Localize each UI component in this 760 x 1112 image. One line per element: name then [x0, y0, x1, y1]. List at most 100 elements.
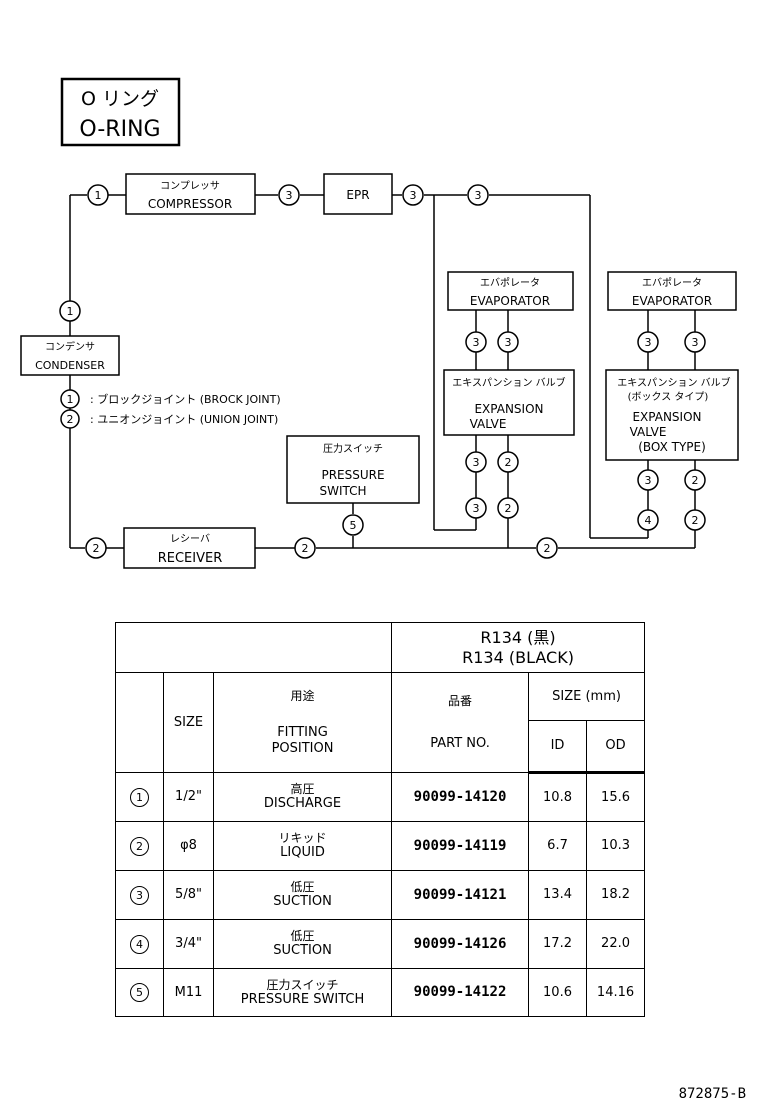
row-fitting-jp: 低圧 [290, 880, 315, 894]
row-num-cell: 3 [115, 870, 164, 920]
title-box [60, 77, 181, 147]
row-num-cell: 2 [115, 821, 164, 871]
row-od: 22.0 [586, 919, 646, 969]
row-fitting-jp: リキッド [278, 831, 327, 845]
joint-marker-label-m15: 2 [692, 474, 699, 487]
header-fitting: 用途 FITTING POSITION [212, 672, 393, 773]
header-id: ID [528, 720, 588, 774]
joint-marker-label-m19: 2 [93, 542, 100, 555]
pressure-switch-label-jp: 圧力スイッチ [323, 442, 383, 455]
joint-marker-label-m13: 3 [692, 336, 699, 349]
row-num: 3 [130, 885, 149, 905]
joint-marker-label-m1: 1 [95, 189, 102, 202]
joint-marker-label-m11: 2 [505, 502, 512, 515]
receiver-label-en: RECEIVER [158, 551, 223, 566]
joint-marker-m7 [497, 331, 519, 353]
joint-marker-m18 [342, 514, 364, 536]
row-od: 15.6 [586, 772, 646, 822]
header-blank [114, 622, 393, 673]
evaporator-1-label-en: EVAPORATOR [470, 294, 550, 308]
joint-marker-label-m18: 5 [350, 519, 357, 532]
expansion-valve-2-label-jp1: エキスパンション バルブ [617, 376, 730, 389]
row-size: M11 [163, 968, 214, 1017]
joint-marker-m6 [465, 331, 487, 353]
joint-marker-label-m12: 3 [645, 336, 652, 349]
joint-marker-label-m17: 2 [692, 514, 699, 527]
expansion-valve-1-label-en2: VALVE [470, 417, 507, 431]
o-ring-spec-table: R134 (黒) R134 (BLACK) SIZE 用途 FITTING PO… [114, 622, 646, 1017]
joint-marker-m13 [684, 331, 706, 353]
row-od: 14.16 [586, 968, 646, 1017]
joint-marker-label-m5: 1 [67, 305, 74, 318]
header-fitting-en2: POSITION [271, 740, 334, 756]
joint-marker-label-m16: 4 [645, 514, 652, 527]
row-num: 2 [130, 836, 149, 856]
header-od: OD [586, 720, 646, 774]
header-part-jp: 品番 [448, 693, 473, 708]
joint-marker-m12 [637, 331, 659, 353]
joint-marker-m9 [497, 451, 519, 473]
row-part-no: 90099-14126 [391, 919, 530, 969]
joint-marker-m14 [637, 469, 659, 491]
row-fitting-en: PRESSURE SWITCH [240, 991, 365, 1007]
row-part-no: 90099-14120 [391, 772, 530, 822]
r134-header-en: R134 (BLACK) [462, 647, 574, 667]
receiver-label-jp: レシーバ [170, 533, 210, 545]
compressor-box [125, 173, 256, 215]
condenser-label-jp: コンデンサ [45, 340, 95, 353]
legend-text-1: : ブロックジョイント (BROCK JOINT) [90, 392, 281, 406]
epr-label: EPR [346, 188, 369, 202]
row-id: 6.7 [528, 821, 588, 871]
header-fitting-jp: 用途 [290, 688, 315, 703]
row-id: 10.6 [528, 968, 588, 1017]
expansion-valve-2-box [605, 369, 739, 461]
joint-marker-m15 [684, 469, 706, 491]
joint-marker-m11 [497, 497, 519, 519]
row-id: 17.2 [528, 919, 588, 969]
header-part: 品番 PART NO. [391, 672, 530, 773]
row-size: 1/2" [163, 772, 214, 822]
evaporator-1-label-jp: エバポレータ [480, 277, 540, 289]
r134-header: R134 (黒) R134 (BLACK) [391, 622, 646, 673]
row-part-no: 90099-14119 [391, 821, 530, 871]
joint-marker-label-m6: 3 [473, 336, 480, 349]
joint-marker-m8 [465, 451, 487, 473]
row-num-cell: 1 [115, 772, 164, 822]
row-od: 18.2 [586, 870, 646, 920]
evaporator-2-label-en: EVAPORATOR [632, 294, 712, 308]
refrigerant-circuit-diagram: O リング O-RING コンプレッサ COMPRESSOR EPR コンデンサ… [20, 77, 739, 569]
joint-marker-m4 [467, 184, 489, 206]
r134-header-jp: R134 (黒) [480, 628, 556, 648]
joint-marker-label-m20: 2 [302, 542, 309, 555]
epr-box [323, 173, 393, 215]
row-num: 4 [130, 934, 149, 954]
row-num-cell: 4 [115, 919, 164, 969]
row-id: 13.4 [528, 870, 588, 920]
row-size: 5/8" [163, 870, 214, 920]
header-part-en: PART NO. [430, 735, 490, 751]
legend-text-2: : ユニオンジョイント (UNION JOINT) [90, 413, 278, 426]
joint-marker-m19 [85, 537, 107, 559]
row-fitting-jp: 高圧 [290, 782, 315, 796]
header-num-cell [115, 672, 164, 773]
row-od: 10.3 [586, 821, 646, 871]
legend-marker-1 [60, 389, 80, 409]
joint-marker-label-m8: 3 [473, 456, 480, 469]
document-id: 872875-B [678, 1086, 746, 1102]
pressure-switch-label-en2: SWITCH [319, 484, 366, 498]
joint-marker-m2 [278, 184, 300, 206]
evaporator-1-box [447, 271, 574, 311]
row-part-no: 90099-14122 [391, 968, 530, 1017]
row-num: 5 [130, 983, 149, 1002]
row-size: φ8 [163, 821, 214, 871]
receiver-box [123, 527, 256, 569]
legend: 1 : ブロックジョイント (BROCK JOINT) 2 : ユニオンジョイン… [60, 389, 281, 429]
title-jp: O リング [81, 88, 159, 110]
joint-marker-label-m4: 3 [475, 189, 482, 202]
